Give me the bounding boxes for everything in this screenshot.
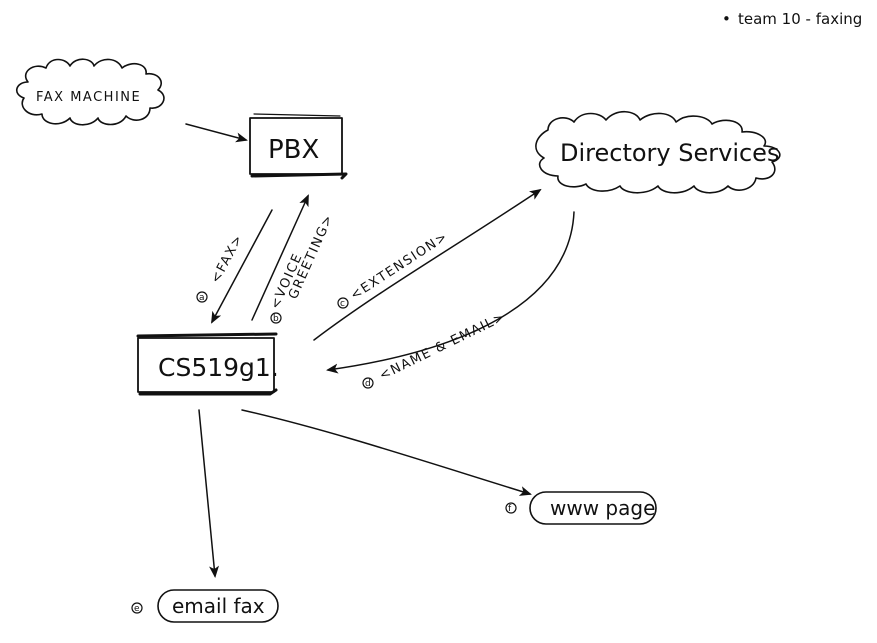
email-fax-pill [157,589,279,623]
step-a-label: a [199,293,205,303]
edge-b-voice-greeting: <VOICE GREETING> b [251,194,337,324]
step-b-label: b [273,314,279,324]
step-c-marker [337,297,349,309]
edge-d-line [326,211,575,374]
node-www-page: www page f [505,491,657,525]
server-label: CS519g1. [158,353,279,382]
edge-c-line [313,188,542,341]
www-page-label: www page [550,496,655,520]
edge-c-extension: <EXTENSION> c [313,188,542,341]
step-e-label: e [134,604,140,614]
team-note: • team 10 - faxing [722,10,862,28]
node-directory-services: Directory Services [535,110,781,194]
pbx-label: PBX [268,135,319,165]
step-d-label: d [365,379,371,389]
node-fax-machine: FAX MACHINE [16,58,165,126]
node-pbx: PBX [249,113,348,180]
step-d-marker [362,377,374,389]
edge-e-line [198,409,220,578]
edge-a-label: <FAX> [208,232,246,286]
step-e-marker [131,602,143,614]
directory-services-label: Directory Services [560,139,779,167]
fax-machine-cloud [16,58,165,126]
step-b-marker [270,312,282,324]
node-email-fax: email fax e [131,589,279,623]
server-box [137,337,275,393]
edge-fax-to-pbx [185,123,248,143]
edge-d-label: <NAME & EMAIL> [377,309,508,383]
edge-f-line [241,409,532,496]
step-a-marker [196,291,208,303]
www-page-pill [529,491,657,525]
edge-d-name-email: <NAME & EMAIL> d [326,211,575,389]
step-f-label: f [508,504,512,514]
fax-machine-label: FAX MACHINE [36,90,141,105]
node-server: CS519g1. [136,332,279,396]
edge-b-line [251,194,309,321]
email-fax-label: email fax [172,594,265,618]
directory-services-cloud [535,110,781,194]
step-c-label: c [340,299,345,309]
edge-a-line [211,209,273,324]
note-text: team 10 - faxing [738,10,862,28]
edge-c-label: <EXTENSION> [348,229,451,303]
note-bullet: • [722,10,731,28]
step-f-marker [505,502,517,514]
edge-a-fax: <FAX> a [196,209,273,324]
